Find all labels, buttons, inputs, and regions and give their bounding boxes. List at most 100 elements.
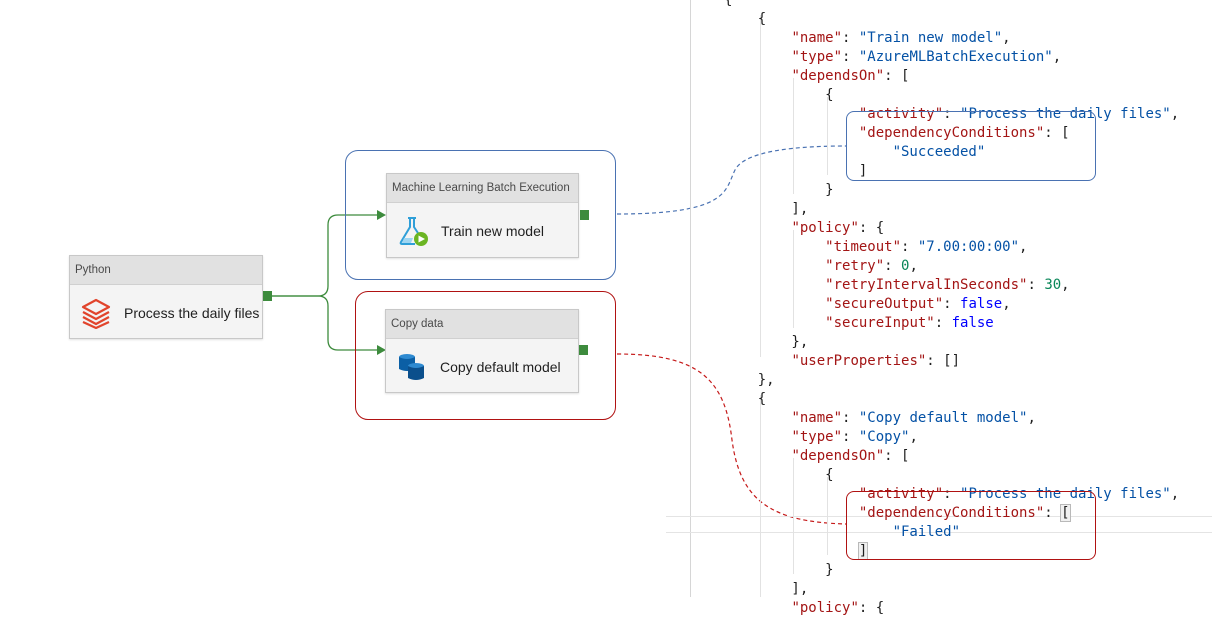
code-token (724, 429, 791, 445)
code-line[interactable]: "secureInput": false (724, 314, 1179, 333)
code-line[interactable]: "Succeeded" (724, 143, 1179, 162)
code-token: : (884, 258, 902, 274)
code-line[interactable]: { (724, 10, 1179, 29)
code-token: : (1044, 505, 1062, 521)
code-line[interactable]: { (724, 466, 1179, 485)
indent-guide (760, 15, 761, 357)
code-line[interactable]: }, (724, 371, 1179, 390)
code-token: [ (1060, 504, 1071, 522)
code-token: : (842, 30, 859, 46)
code-token (724, 543, 859, 559)
code-token: }, (724, 334, 809, 350)
code-token: { (724, 11, 767, 27)
code-token: { (724, 391, 767, 407)
code-token: : [ (884, 448, 910, 464)
code-token: : { (858, 220, 885, 236)
code-line[interactable]: "policy": { (724, 599, 1179, 618)
code-line[interactable]: "dependencyConditions": [ (724, 124, 1179, 143)
code-line[interactable]: "timeout": "7.00:00:00", (724, 238, 1179, 257)
code-line[interactable]: ], (724, 200, 1179, 219)
code-token (724, 486, 859, 502)
code-token (724, 410, 791, 426)
code-line[interactable]: "dependsOn": [ (724, 447, 1179, 466)
code-line[interactable]: } (724, 181, 1179, 200)
code-token: false (951, 315, 994, 331)
code-token (724, 125, 859, 141)
code-line[interactable]: ], (724, 580, 1179, 599)
stacked-layers-icon (80, 297, 112, 329)
code-line[interactable]: "Failed" (724, 523, 1179, 542)
indent-guide (793, 458, 794, 574)
train-model-activity[interactable]: Machine Learning Batch Execution Train n… (386, 173, 579, 258)
activity-name: Copy default model (440, 358, 561, 375)
code-token: "retry" (825, 258, 885, 274)
code-line[interactable]: "dependsOn": [ (724, 67, 1179, 86)
code-token (724, 505, 859, 521)
code-token: "type" (791, 49, 843, 65)
code-line[interactable]: { (724, 390, 1179, 409)
code-line[interactable]: "retry": 0, (724, 257, 1179, 276)
failure-highlight-box (355, 291, 616, 420)
code-token: "Train new model" (858, 30, 1003, 46)
code-line[interactable]: "dependencyConditions": [ (724, 504, 1179, 523)
code-token: , (909, 258, 918, 274)
code-token: ] (857, 542, 869, 560)
code-token (724, 448, 791, 464)
code-token (724, 353, 791, 369)
code-token: { (724, 87, 834, 103)
code-line[interactable]: "type": "Copy", (724, 428, 1179, 447)
code-token: "secureInput" (825, 315, 935, 331)
code-token: ], (724, 581, 809, 597)
code-token: : [ (1044, 125, 1070, 141)
code-token: : (943, 106, 961, 122)
code-token: , (1061, 277, 1070, 293)
code-line[interactable]: }, (724, 333, 1179, 352)
code-token: , (1002, 30, 1011, 46)
copy-output-port[interactable] (579, 345, 588, 355)
code-token (724, 106, 859, 122)
activity-type-label: Python (70, 256, 262, 285)
code-line[interactable]: ] (724, 542, 1179, 561)
code-token (724, 315, 825, 331)
code-token (724, 68, 791, 84)
code-token: "policy" (791, 220, 859, 236)
code-token: , (1027, 410, 1036, 426)
python-output-port[interactable] (263, 291, 272, 301)
indent-guide (793, 230, 794, 328)
code-token: "policy" (791, 600, 859, 616)
indent-guide (827, 97, 828, 175)
code-line[interactable]: ] (724, 162, 1179, 181)
code-token: "type" (791, 429, 843, 445)
code-token: "dependsOn" (791, 448, 885, 464)
code-token: : (842, 410, 859, 426)
code-token: : [] (926, 353, 961, 369)
code-line[interactable]: { (724, 86, 1179, 105)
code-line[interactable]: "activity": "Process the daily files", (724, 485, 1179, 504)
code-token (724, 49, 791, 65)
code-line[interactable]: "type": "AzureMLBatchExecution", (724, 48, 1179, 67)
succeeded-condition-highlight (846, 111, 1096, 181)
code-line[interactable]: "name": "Train new model", (724, 29, 1179, 48)
code-line[interactable]: { (724, 0, 1179, 10)
code-token: , (1002, 296, 1011, 312)
activity-type-label: Copy data (386, 310, 578, 339)
code-token (724, 258, 825, 274)
code-token: : (842, 49, 859, 65)
code-line[interactable]: } (724, 561, 1179, 580)
code-token: { (724, 0, 733, 8)
train-output-port[interactable] (580, 210, 589, 220)
copy-data-activity[interactable]: Copy data Copy default model (385, 309, 579, 393)
code-line[interactable]: "retryIntervalInSeconds": 30, (724, 276, 1179, 295)
success-highlight-box (345, 150, 616, 280)
code-token: 0 (901, 258, 910, 274)
python-activity[interactable]: Python Process the daily files (69, 255, 263, 339)
json-code-editor[interactable]: { { "name": "Train new model", "type": "… (724, 0, 1179, 618)
code-token: "Failed" (892, 524, 961, 540)
code-line[interactable]: "secureOutput": false, (724, 295, 1179, 314)
code-line[interactable]: "name": "Copy default model", (724, 409, 1179, 428)
code-line[interactable]: "policy": { (724, 219, 1179, 238)
code-token: "Copy default model" (858, 410, 1028, 426)
editor-gutter-line (690, 0, 691, 597)
code-line[interactable]: "userProperties": [] (724, 352, 1179, 371)
code-token (724, 600, 791, 616)
